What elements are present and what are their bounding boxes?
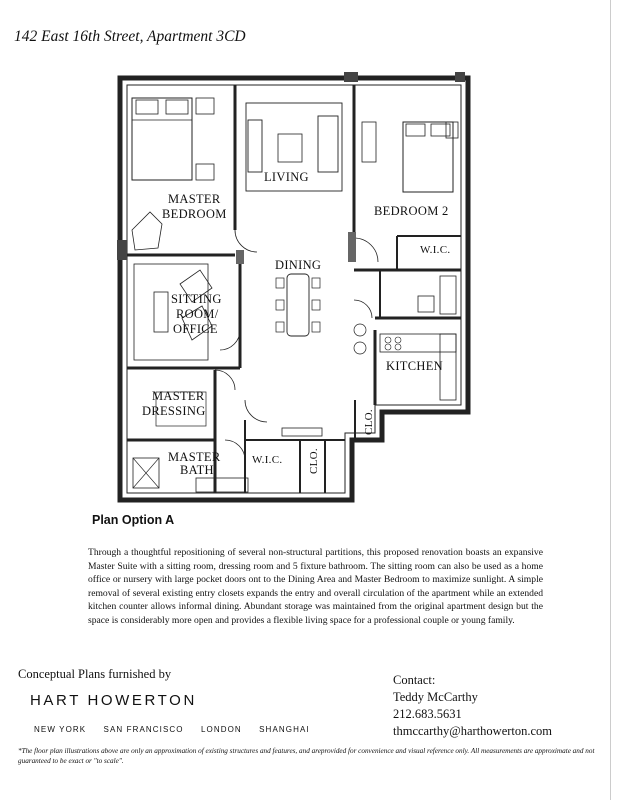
firm-cities: NEW YORK SAN FRANCISCO LONDON SHANGHAI [34,725,324,734]
room-sitting-label: ROOM/ [176,307,219,321]
living-rug [245,102,343,192]
room-dining-label: DINING [275,258,321,272]
room-master-dressing-label: DRESSING [142,404,206,418]
office-chair [179,269,213,303]
floor-plan: MASTER BEDROOM LIVING BEDROOM 2 W.I.C. D… [117,72,471,503]
kitchen-counter [379,333,457,353]
sitting-rug [133,263,209,361]
room-master-bedroom-label: BEDROOM [162,207,227,221]
room-sitting-label: OFFICE [173,322,218,336]
bed-2 [402,121,454,193]
contact-email[interactable]: thmccarthy@harthowerton.com [393,724,553,738]
room-master-bath-label: MASTER [168,450,221,464]
room-kitchen-label: KITCHEN [386,359,443,373]
door-swing [234,229,258,253]
sofa [247,119,263,173]
room-master-bedroom-label: MASTER [168,192,221,206]
exterior-wall-inner [126,84,462,494]
city: NEW YORK [34,725,87,734]
sofa [317,115,339,173]
city: SAN FRANCISCO [103,725,184,734]
kitchen-counter [439,333,457,401]
room-living-label: LIVING [264,170,309,184]
city: LONDON [200,725,242,734]
door-swing [353,237,379,263]
vanity [195,477,249,493]
scan-edge-line [610,0,611,800]
master-bed [131,97,193,181]
door-swing [219,329,241,351]
disclaimer: *The floor plan illustrations above are … [18,747,595,765]
room-bedroom2-label: BEDROOM 2 [374,204,449,218]
door-swing [353,299,373,319]
door-swing [214,369,236,391]
contact-name: Teddy McCarthy [393,690,478,704]
room-wic-hall-label: W.I.C. [252,454,282,466]
room-master-dressing-label: MASTER [152,389,205,403]
room-clo-label: CLO. [363,409,375,435]
exterior-wall [117,75,471,503]
room-master-bath-label: BATH [180,463,214,477]
contact-phone[interactable]: 212.683.5631 [393,707,462,721]
firm-logo-text: HART HOWERTON [30,692,197,709]
coffee-table [277,133,303,163]
door-swing [224,439,246,461]
page-title: 142 East 16th Street, Apartment 3CD [14,28,246,45]
plan-option-heading: Plan Option A [92,513,175,527]
door-swing [244,399,268,423]
contact-block: Contact: Teddy McCarthy 212.683.5631 thm… [393,672,552,740]
shower [132,457,160,489]
room-sitting-label: SITTING [171,292,222,306]
bathtub [439,275,457,315]
room-wic-bedroom2-label: W.I.C. [420,244,450,256]
city: SHANGHAI [259,725,310,734]
armchair [131,211,163,251]
plan-description: Through a thoughtful repositioning of se… [88,547,543,626]
conceptual-plans-credit: Conceptual Plans furnished by [18,667,172,681]
room-clo-label: CLO. [308,448,320,474]
dining-table [286,273,310,337]
contact-label: Contact: [393,673,436,687]
